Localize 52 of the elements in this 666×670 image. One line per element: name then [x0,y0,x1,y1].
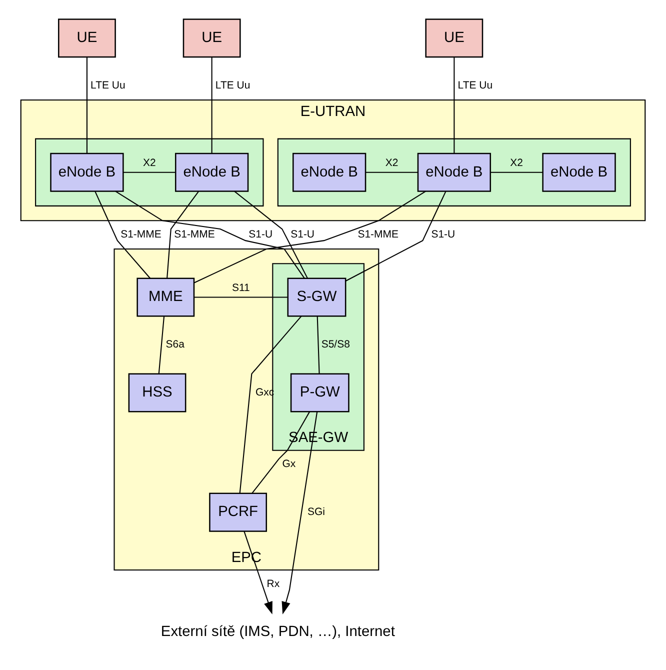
edge-label: X2 [142,158,156,170]
node-box: eNode B [292,152,366,192]
edge-label: SGi [307,506,325,518]
edge-label: S1-MME [358,229,399,240]
node-box: P-GW [290,373,350,412]
edge-label: S1-MME [120,229,162,240]
node-box: eNode B [50,152,124,192]
connector [166,191,200,278]
edge-label: S1-U [248,229,273,240]
connector [86,57,88,154]
connector [211,57,212,154]
connector [316,316,320,374]
edge-label: LTE Uu [458,80,493,92]
node-text: Externí sítě (IMS, PDN, …), Internet [160,624,395,640]
connector [234,190,308,278]
node-box: eNode B [175,152,249,192]
node-box: eNode B [542,152,616,192]
edge-label: S1-MME [174,229,215,240]
edge-label: LTE Uu [90,80,126,92]
connector [252,411,310,494]
node-box: UE [182,18,241,58]
edge-label: X2 [510,158,524,170]
connector [366,172,418,173]
node-box: HSS [128,373,186,412]
edge-label: X2 [385,158,398,170]
edge-label: Rx [266,578,280,590]
connector [194,296,288,298]
connector [115,190,305,279]
edge-label: S1-U [290,229,315,240]
connector [194,190,426,284]
node-box: PCRF [209,492,267,532]
node-box: UE [58,18,116,58]
connector [94,191,151,279]
edge-label: LTE Uu [215,80,250,92]
connector [454,57,455,154]
connector [158,316,165,374]
edge-label: Gx [282,459,296,470]
edge-label: S1-U [431,229,456,240]
node-box: eNode B [417,152,491,192]
connector [123,172,176,173]
connector [345,191,446,282]
connector [490,172,543,173]
arrow [282,412,318,614]
edge-label: S5/S8 [321,340,350,351]
edge-label: S11 [232,282,250,294]
edge-label: S6a [166,340,184,351]
node-box: UE [425,18,484,58]
node-box: MME [136,278,195,317]
connector [239,316,302,494]
cluster [277,138,631,206]
cluster [35,138,264,206]
node-box: S-GW [287,278,346,317]
